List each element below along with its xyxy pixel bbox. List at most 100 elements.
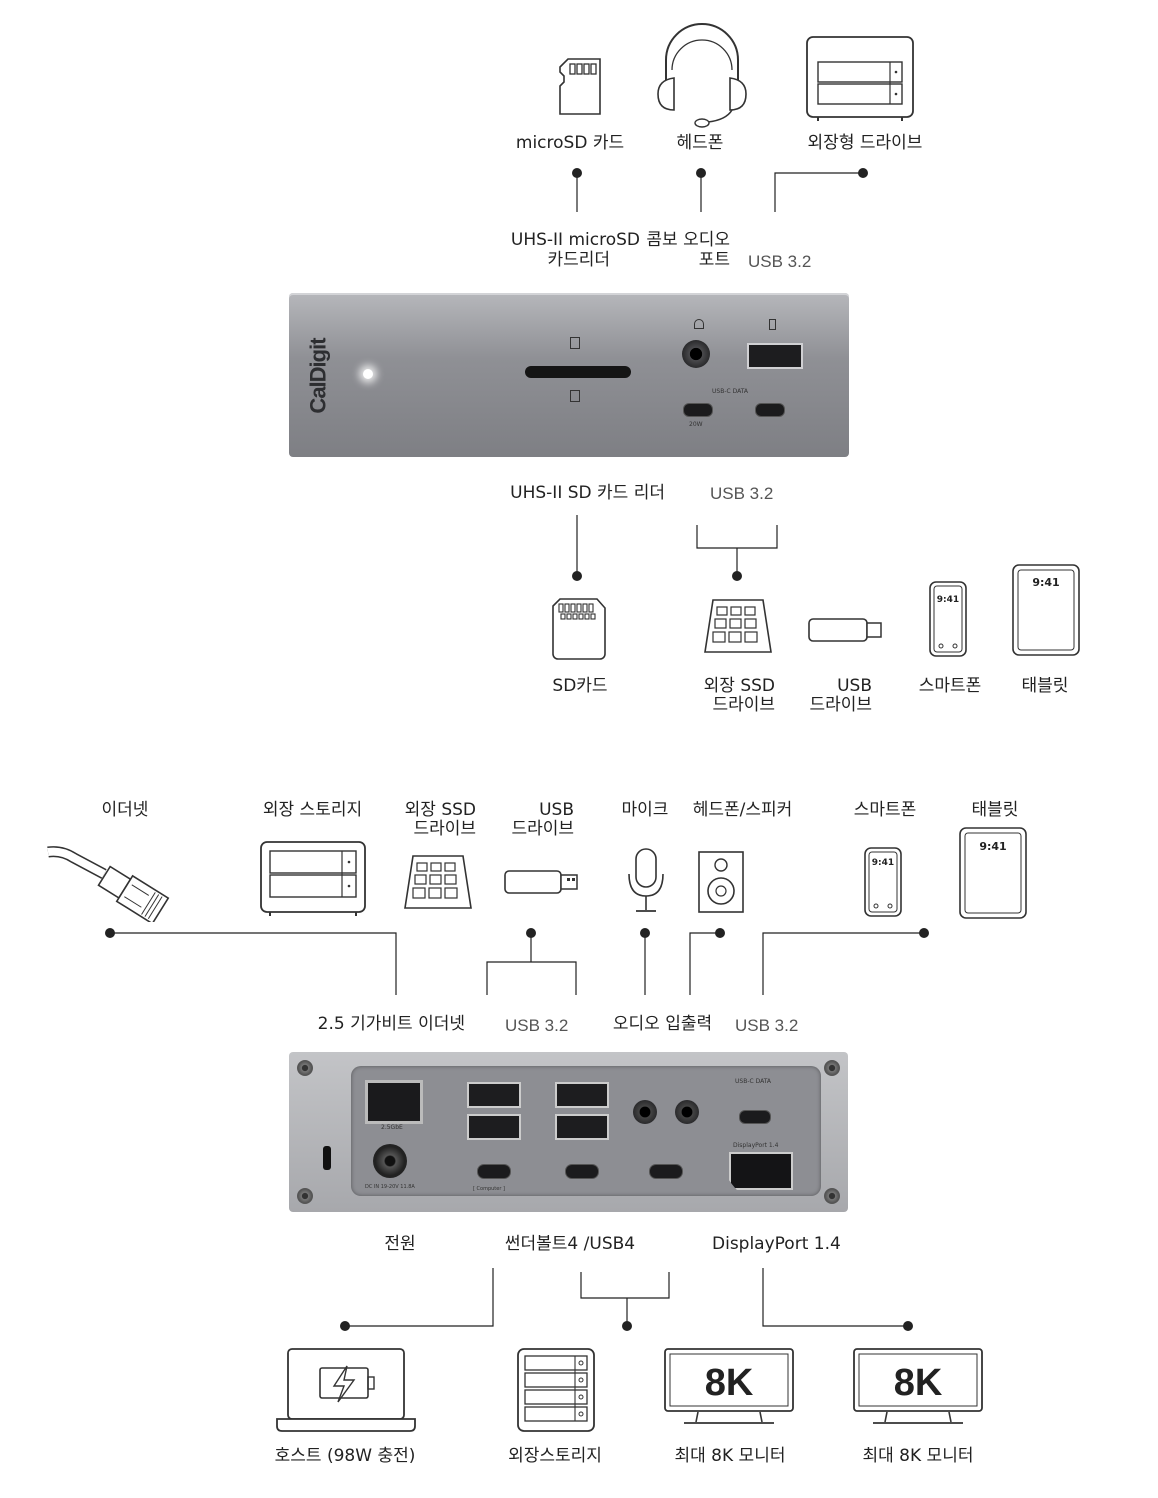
monitor-1-label: 최대 8K 모니터 xyxy=(674,1446,786,1466)
combo-audio-label-1: 콤보 오디오 xyxy=(646,230,730,250)
ethernet-label: 이더넷 xyxy=(101,800,149,820)
dot xyxy=(640,928,650,938)
screw xyxy=(824,1060,840,1076)
microsd-card-label: microSD 카드 xyxy=(515,133,625,153)
usb-a-label: USB 3.2 xyxy=(748,252,812,271)
usb-drive-label-2: 드라이브 xyxy=(809,695,872,715)
kensington-lock-slot xyxy=(323,1146,331,1170)
displayport-label: DisplayPort 1.4 xyxy=(712,1234,841,1254)
monitor-8k-icon xyxy=(664,1348,794,1424)
rear-smartphone-icon xyxy=(864,847,902,917)
dock-rear-panel: 2.5GbE DC IN 19-20V 11.8A USB-C DATA Dis… xyxy=(289,1052,848,1212)
rear-smartphone-label: 스마트폰 xyxy=(853,800,917,820)
usb-a-port xyxy=(467,1082,521,1108)
rear-usb-c-label: USB 3.2 xyxy=(735,1016,799,1035)
headphones-icon xyxy=(657,23,747,128)
brand-logo: CalDigit xyxy=(305,338,331,414)
dot xyxy=(858,168,868,178)
rear-ext-ssd-label-2: 드라이브 xyxy=(413,819,476,839)
displayport-port xyxy=(729,1152,793,1190)
dot xyxy=(105,928,115,938)
usb-c-label: USB 3.2 xyxy=(710,484,774,503)
ext-ssd-label-2: 드라이브 xyxy=(712,695,775,715)
rear-usb-drive-label-2: 드라이브 xyxy=(511,819,574,839)
usb-c-port xyxy=(739,1110,771,1124)
dc-in-port xyxy=(373,1144,407,1178)
combo-audio-label-2: 포트 xyxy=(698,250,730,270)
sd-slot-top-icon xyxy=(570,337,580,349)
external-drive-icon xyxy=(806,36,914,121)
ext-storage-tower-icon xyxy=(517,1348,595,1432)
monitor-8k-badge: 8K xyxy=(704,1362,754,1404)
external-drive-label: 외장형 드라이브 xyxy=(807,133,923,153)
host-label: 호스트 (98W 충전) xyxy=(274,1446,416,1466)
usb-a-port xyxy=(747,343,803,369)
headphones-label: 헤드폰 xyxy=(676,133,724,153)
ethernet-cable-icon xyxy=(47,846,170,922)
tablet-icon xyxy=(1012,564,1080,656)
port-25gbe-label: 2.5GbE xyxy=(381,1124,403,1131)
mic-jack xyxy=(633,1100,657,1124)
usb-c-port xyxy=(683,403,713,417)
dot xyxy=(622,1321,632,1331)
external-ssd-icon xyxy=(704,599,772,653)
dot xyxy=(572,168,582,178)
dot xyxy=(696,168,706,178)
rear-inner-panel: 2.5GbE DC IN 19-20V 11.8A USB-C DATA Dis… xyxy=(351,1066,821,1196)
ext-storage-label: 외장 스토리지 xyxy=(262,800,363,820)
dock-front-panel: CalDigit USB-C DATA 20W xyxy=(289,293,849,457)
tablet-time: 9:41 xyxy=(1032,576,1060,589)
dot xyxy=(903,1321,913,1331)
usb-drive-label-1: USB xyxy=(837,676,872,696)
microphone-icon xyxy=(628,848,664,912)
smartphone-label: 스마트폰 xyxy=(918,676,982,696)
smartphone-icon xyxy=(929,581,967,657)
sd-card-label: SD카드 xyxy=(552,676,608,696)
screw xyxy=(824,1188,840,1204)
microsd-reader-label-1: UHS-II microSD xyxy=(510,230,640,250)
usb-a-port xyxy=(555,1082,609,1108)
rear-usb-drive-icon xyxy=(504,870,578,894)
power-led xyxy=(363,369,373,379)
headphone-jack xyxy=(675,1100,699,1124)
monitor-8k-icon xyxy=(853,1348,983,1424)
ext-storage-icon xyxy=(260,841,366,916)
dot xyxy=(572,571,582,581)
screw xyxy=(297,1060,313,1076)
headphone-speaker-label: 헤드폰/스피커 xyxy=(692,800,793,820)
rear-usbc-data-label: USB-C DATA xyxy=(735,1078,772,1085)
monitor-2-label: 최대 8K 모니터 xyxy=(862,1446,974,1466)
usb-c-port xyxy=(755,403,785,417)
sd-reader-label: UHS-II SD 카드 리더 xyxy=(510,483,665,503)
speaker-icon xyxy=(698,851,744,913)
thunderbolt-port xyxy=(649,1164,683,1179)
rear-ext-ssd-label-1: 외장 SSD xyxy=(404,800,476,820)
rear-usb-a-label: USB 3.2 xyxy=(505,1016,569,1035)
monitor-8k-badge: 8K xyxy=(893,1362,943,1404)
usb-a-port xyxy=(555,1114,609,1140)
dot xyxy=(732,571,742,581)
microsd-card-icon xyxy=(559,58,601,115)
smartphone-time: 9:41 xyxy=(936,595,960,605)
mic-label: 마이크 xyxy=(621,800,669,820)
thunderbolt-label: 썬더볼트4 /USB4 xyxy=(504,1234,636,1254)
rear-ext-ssd-icon xyxy=(404,855,472,909)
rear-smartphone-time: 9:41 xyxy=(871,858,895,868)
usb-icon xyxy=(769,319,776,330)
rear-usb-drive-label-1: USB xyxy=(539,800,574,820)
microsd-reader-label-2: 카드리더 xyxy=(547,250,610,270)
dot xyxy=(919,928,929,938)
computer-label: [ Computer ] xyxy=(473,1186,505,1192)
dot xyxy=(715,928,725,938)
screw xyxy=(297,1188,313,1204)
rear-tablet-icon xyxy=(959,827,1027,919)
dp-small-label: DisplayPort 1.4 xyxy=(733,1142,779,1149)
ethernet-port xyxy=(365,1080,423,1124)
sd-card-icon xyxy=(552,598,606,660)
rear-tablet-label: 태블릿 xyxy=(971,800,1019,820)
ethernet-25g-label: 2.5 기가비트 이더넷 xyxy=(317,1014,465,1034)
dot xyxy=(526,928,536,938)
audio-jack xyxy=(682,340,710,368)
laptop-charging-icon xyxy=(276,1348,416,1432)
rear-tablet-time: 9:41 xyxy=(979,840,1007,853)
